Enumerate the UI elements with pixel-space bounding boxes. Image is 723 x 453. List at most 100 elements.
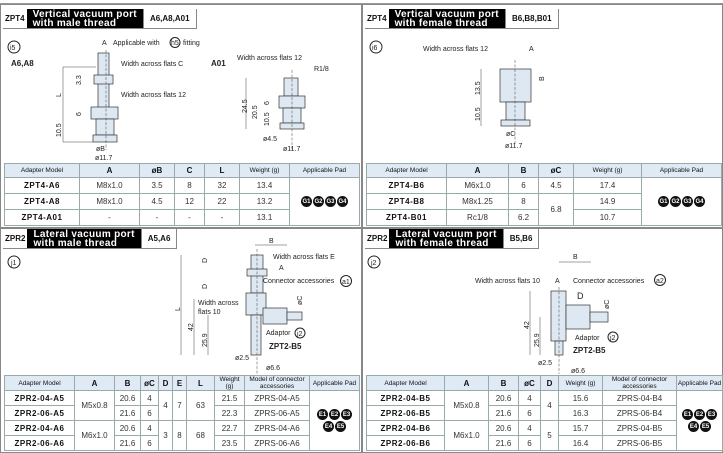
note-waf-12: Width across flats 12 xyxy=(237,55,302,62)
adapter-model-cell: ZPR2-04-A5 xyxy=(4,390,75,406)
dim-a: A xyxy=(102,40,107,47)
connector-ref: a1 xyxy=(342,279,350,286)
table-cell: - xyxy=(139,209,175,226)
ref-label: j1 xyxy=(10,260,17,267)
ref-circle-icon xyxy=(7,40,21,54)
table-cell: 13.1 xyxy=(239,209,290,226)
series-label: ZPT4 xyxy=(5,14,25,23)
table-cell: 21.6 xyxy=(488,405,519,421)
table-cell: 20.6 xyxy=(488,420,519,436)
table-cell: 22.3 xyxy=(214,405,245,421)
table-cell: 14.9 xyxy=(573,193,642,210)
title-line-2: with male thread xyxy=(32,17,117,29)
title-line-2: with female thread xyxy=(395,237,489,249)
table-cell: 23.5 xyxy=(214,435,245,451)
note-waf-e: Width across flats E xyxy=(273,254,335,261)
title-line-1: Lateral vacuum port xyxy=(33,228,135,240)
dim-oc: øC xyxy=(506,131,515,138)
column-header: Model of connector accessories xyxy=(602,375,677,391)
dim-10-5: 10.5 xyxy=(56,123,63,137)
column-header: B xyxy=(508,163,539,178)
dim-l: L xyxy=(56,93,63,97)
table-cell: M5x0.8 xyxy=(74,390,115,421)
table-cell: ZPRS-06-B4 xyxy=(602,405,677,421)
adaptor-ref: j2 xyxy=(609,335,616,342)
dim-a: A xyxy=(555,278,560,285)
column-header: Adapter Model xyxy=(4,163,80,178)
table-cell: M8x1.0 xyxy=(79,177,140,194)
model-codes: A6,A8,A01 xyxy=(142,9,196,28)
dim-o2-5: ø2.5 xyxy=(538,360,552,367)
table-cell: 21.6 xyxy=(114,405,141,421)
table-cell: 3.5 xyxy=(139,177,175,194)
table-cell: ZPRS-04-A5 xyxy=(244,390,310,406)
dim-a: A xyxy=(279,265,284,272)
table-cell: 4 xyxy=(158,390,173,421)
pad-badge-icon: G2 xyxy=(313,196,324,207)
ref-circle-icon xyxy=(7,255,21,269)
ref-label: j2 xyxy=(370,260,377,267)
table-cell: M5x0.8 xyxy=(444,390,489,421)
pad-badge-icon: E2 xyxy=(694,409,705,420)
note-waf-10: flats 10 xyxy=(198,309,221,316)
pad-badge-icon: G4 xyxy=(337,196,348,207)
column-header: øC xyxy=(518,375,541,391)
table-cell: 6 xyxy=(508,177,539,194)
column-header: øC xyxy=(140,375,159,391)
note-applicable: Applicable with xyxy=(113,40,160,47)
table-cell: Rc1/8 xyxy=(446,209,509,226)
table-cell: 4 xyxy=(518,420,541,436)
dim-o6-6: ø6.6 xyxy=(571,368,585,375)
note-waf-10: Width across flats 10 xyxy=(475,278,540,285)
model-codes: B6,B8,B01 xyxy=(504,9,558,28)
note-adaptor: Adaptor xyxy=(266,330,291,337)
ref-label: i5 xyxy=(10,45,16,52)
adaptor-ref-circle-icon xyxy=(607,331,619,343)
adapter-model-cell: ZPT4-A01 xyxy=(4,209,80,226)
adapter-model-cell: ZPT4-A8 xyxy=(4,193,80,210)
column-header: Applicable Pad xyxy=(676,375,723,391)
table-cell: 15.7 xyxy=(558,420,603,436)
note-r1-8: R1/8 xyxy=(314,66,329,73)
table-cell: 21.5 xyxy=(214,390,245,406)
adaptor-model: ZPT2-B5 xyxy=(573,346,606,355)
pad-badge-icon: E1 xyxy=(682,409,693,420)
dim-b: B xyxy=(539,76,546,81)
column-header: Adapter Model xyxy=(366,375,445,391)
dim-d: D xyxy=(202,258,209,263)
pad-badge-icon: E3 xyxy=(706,409,717,420)
adapter-model-cell: ZPR2-06-B6 xyxy=(366,435,445,451)
table-cell: 20.6 xyxy=(114,390,141,406)
column-header: B xyxy=(488,375,519,391)
fitting-ref: h5 xyxy=(171,40,179,47)
note-waf-10: Width across xyxy=(198,300,239,307)
ref-circle-icon xyxy=(367,255,381,269)
hex-body xyxy=(90,106,119,120)
dim-o4-5: ø4.5 xyxy=(263,136,277,143)
adapter-model-cell: ZPR2-06-B5 xyxy=(366,405,445,421)
table-cell: 68 xyxy=(186,420,215,451)
dim-24-5: 24.5 xyxy=(242,99,249,113)
column-header: Weight (g) xyxy=(214,375,245,391)
adapter-model-cell: ZPT4-B01 xyxy=(366,209,447,226)
adapter-model-cell: ZPR2-04-A6 xyxy=(4,420,75,436)
adaptor-ref-circle-icon xyxy=(294,327,306,339)
drawing-zpr2-female: j2 B Width across flats 10 A Connector a… xyxy=(367,254,666,375)
dim-d: D xyxy=(202,284,209,289)
variant-label: A6,A8 xyxy=(11,59,34,68)
column-header: Weight (g) xyxy=(558,375,603,391)
dim-42: 42 xyxy=(188,323,195,331)
table-cell: 6.2 xyxy=(508,209,539,226)
lower-body xyxy=(95,118,115,136)
